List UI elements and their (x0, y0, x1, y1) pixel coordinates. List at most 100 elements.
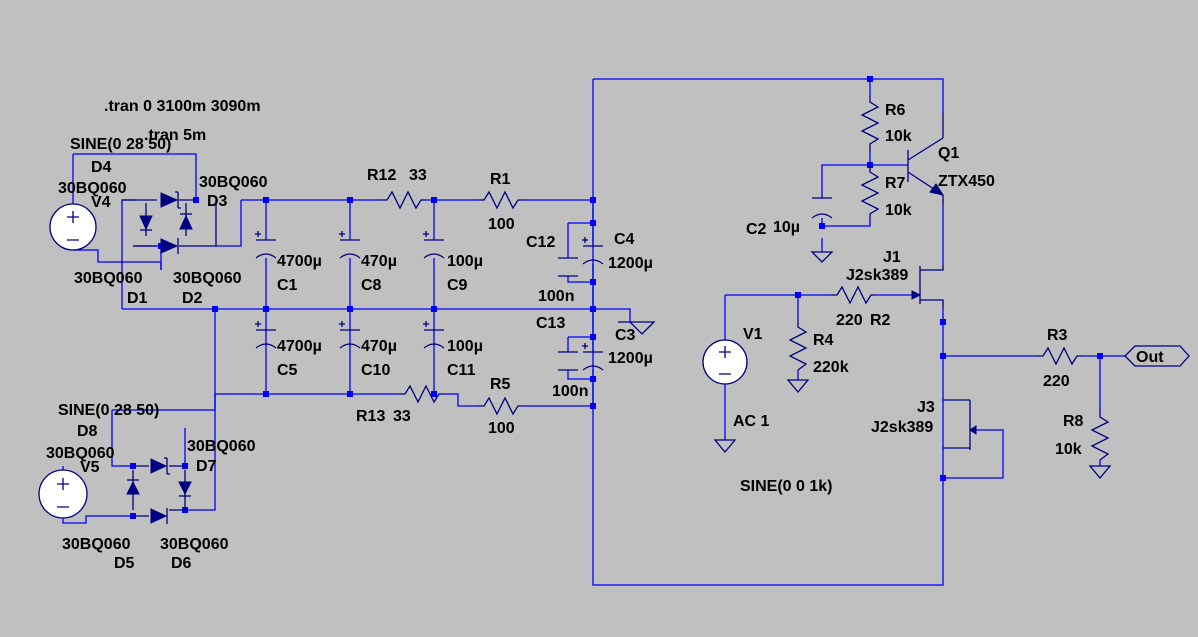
c9-name: C9 (447, 277, 468, 294)
jfet-j1-icon[interactable] (911, 263, 944, 307)
r5-name: R5 (490, 376, 511, 393)
resistor-r6-icon[interactable] (860, 95, 880, 151)
d7-name: D7 (196, 458, 217, 475)
junction (347, 391, 353, 397)
junction (940, 353, 946, 359)
d7-model: 30BQ060 (187, 438, 256, 455)
d8-model: 30BQ060 (46, 445, 115, 462)
bridge-rectifier-bottom-icon[interactable] (126, 457, 192, 524)
j1-name: J1 (883, 249, 901, 266)
resistor-r7-icon[interactable] (860, 165, 880, 220)
resistor-r2-icon[interactable] (830, 285, 876, 305)
capacitor-c13-icon[interactable] (558, 351, 578, 371)
c1-value: 4700µ (277, 253, 322, 270)
resistor-r8-icon[interactable] (1090, 410, 1110, 461)
d2-name: D2 (182, 290, 203, 307)
resistor-r5-icon[interactable] (477, 396, 523, 416)
resistor-r12-icon[interactable] (380, 190, 426, 210)
junction (263, 306, 269, 312)
d6-model: 30BQ060 (160, 536, 229, 553)
capacitor-c10-icon[interactable] (339, 321, 361, 349)
jfet-j3-icon[interactable] (943, 399, 977, 450)
junction (1097, 353, 1103, 359)
c10-name: C10 (361, 362, 390, 379)
junction (795, 292, 801, 298)
capacitor-c12-icon[interactable] (558, 257, 578, 277)
junction (431, 197, 437, 203)
junctions (130, 76, 1103, 519)
r8-name: R8 (1063, 413, 1084, 430)
c13-value: 100n (552, 383, 588, 400)
r12-value: 33 (409, 167, 427, 184)
wires (62, 78, 1125, 586)
resistor-r4-icon[interactable] (788, 320, 808, 371)
d5-name: D5 (114, 555, 135, 572)
voltage-source-v4-icon[interactable] (49, 203, 97, 251)
r7-name: R7 (885, 175, 906, 192)
j1-model: J2sk389 (846, 267, 908, 284)
junction (347, 197, 353, 203)
c4-value: 1200µ (608, 255, 653, 272)
bridge-rectifier-top-icon[interactable] (122, 191, 217, 254)
junction (263, 391, 269, 397)
c12-value: 100n (538, 288, 574, 305)
output-label: Out (1136, 349, 1164, 366)
r4-name: R4 (813, 332, 834, 349)
directive-tran2: .tran 5m (144, 127, 206, 144)
voltage-source-v5-icon[interactable] (38, 469, 88, 519)
d4-name: D4 (91, 159, 112, 176)
labels: .tran 0 3100m 3090m .tran 5m SINE(0 28 5… (46, 98, 1164, 572)
r1-value: 100 (488, 216, 515, 233)
d4-model: 30BQ060 (58, 180, 127, 197)
resistor-r1-icon[interactable] (477, 190, 523, 210)
c12-name: C12 (526, 234, 555, 251)
ground-icon (713, 439, 737, 454)
directive-tran1: .tran 0 3100m 3090m (104, 98, 261, 115)
capacitor-c1-icon[interactable] (255, 231, 277, 259)
c11-name: C11 (447, 362, 476, 379)
capacitor-c11-icon[interactable] (423, 321, 445, 349)
transistor-q1-icon[interactable] (907, 113, 945, 205)
q1-model: ZTX450 (938, 173, 995, 190)
c4-name: C4 (614, 231, 635, 248)
c3-name: C3 (615, 327, 636, 344)
junction (431, 391, 437, 397)
c1-name: C1 (277, 277, 298, 294)
v5-value: SINE(0 28 50) (58, 402, 159, 419)
r13-value: 33 (393, 408, 411, 425)
r1-name: R1 (490, 171, 511, 188)
c2-value: 10µ (773, 219, 800, 236)
capacitor-c5-icon[interactable] (255, 321, 277, 349)
v5-name: V5 (80, 459, 100, 476)
v4-value: SINE(0 28 50) (70, 136, 171, 153)
j3-model: J2sk389 (871, 419, 933, 436)
r13-name: R13 (356, 408, 385, 425)
d3-model: 30BQ060 (199, 174, 268, 191)
resistor-r3-icon[interactable] (1036, 346, 1082, 366)
resistor-r13-icon[interactable] (398, 384, 444, 404)
junction (940, 319, 946, 325)
junction (212, 306, 218, 312)
ground-icon (786, 379, 810, 394)
r3-value: 220 (1043, 373, 1070, 390)
c8-value: 470µ (361, 253, 397, 270)
capacitor-c8-icon[interactable] (339, 231, 361, 259)
ground-icon (1088, 465, 1112, 480)
capacitor-c2-icon[interactable] (811, 197, 833, 219)
r8-value: 10k (1055, 441, 1082, 458)
junction (431, 306, 437, 312)
r6-name: R6 (885, 102, 906, 119)
d1-name: D1 (127, 290, 148, 307)
r7-value: 10k (885, 202, 912, 219)
junction (819, 223, 825, 229)
junction (347, 306, 353, 312)
output-port-icon[interactable] (1124, 345, 1190, 367)
capacitor-c9-icon[interactable] (423, 231, 445, 259)
voltage-source-v1-icon[interactable] (702, 339, 748, 385)
r5-value: 100 (488, 420, 515, 437)
c11-value: 100µ (447, 338, 483, 355)
c8-name: C8 (361, 277, 382, 294)
c3-value: 1200µ (608, 350, 653, 367)
r2-name: R2 (870, 312, 891, 329)
junction (867, 76, 873, 82)
